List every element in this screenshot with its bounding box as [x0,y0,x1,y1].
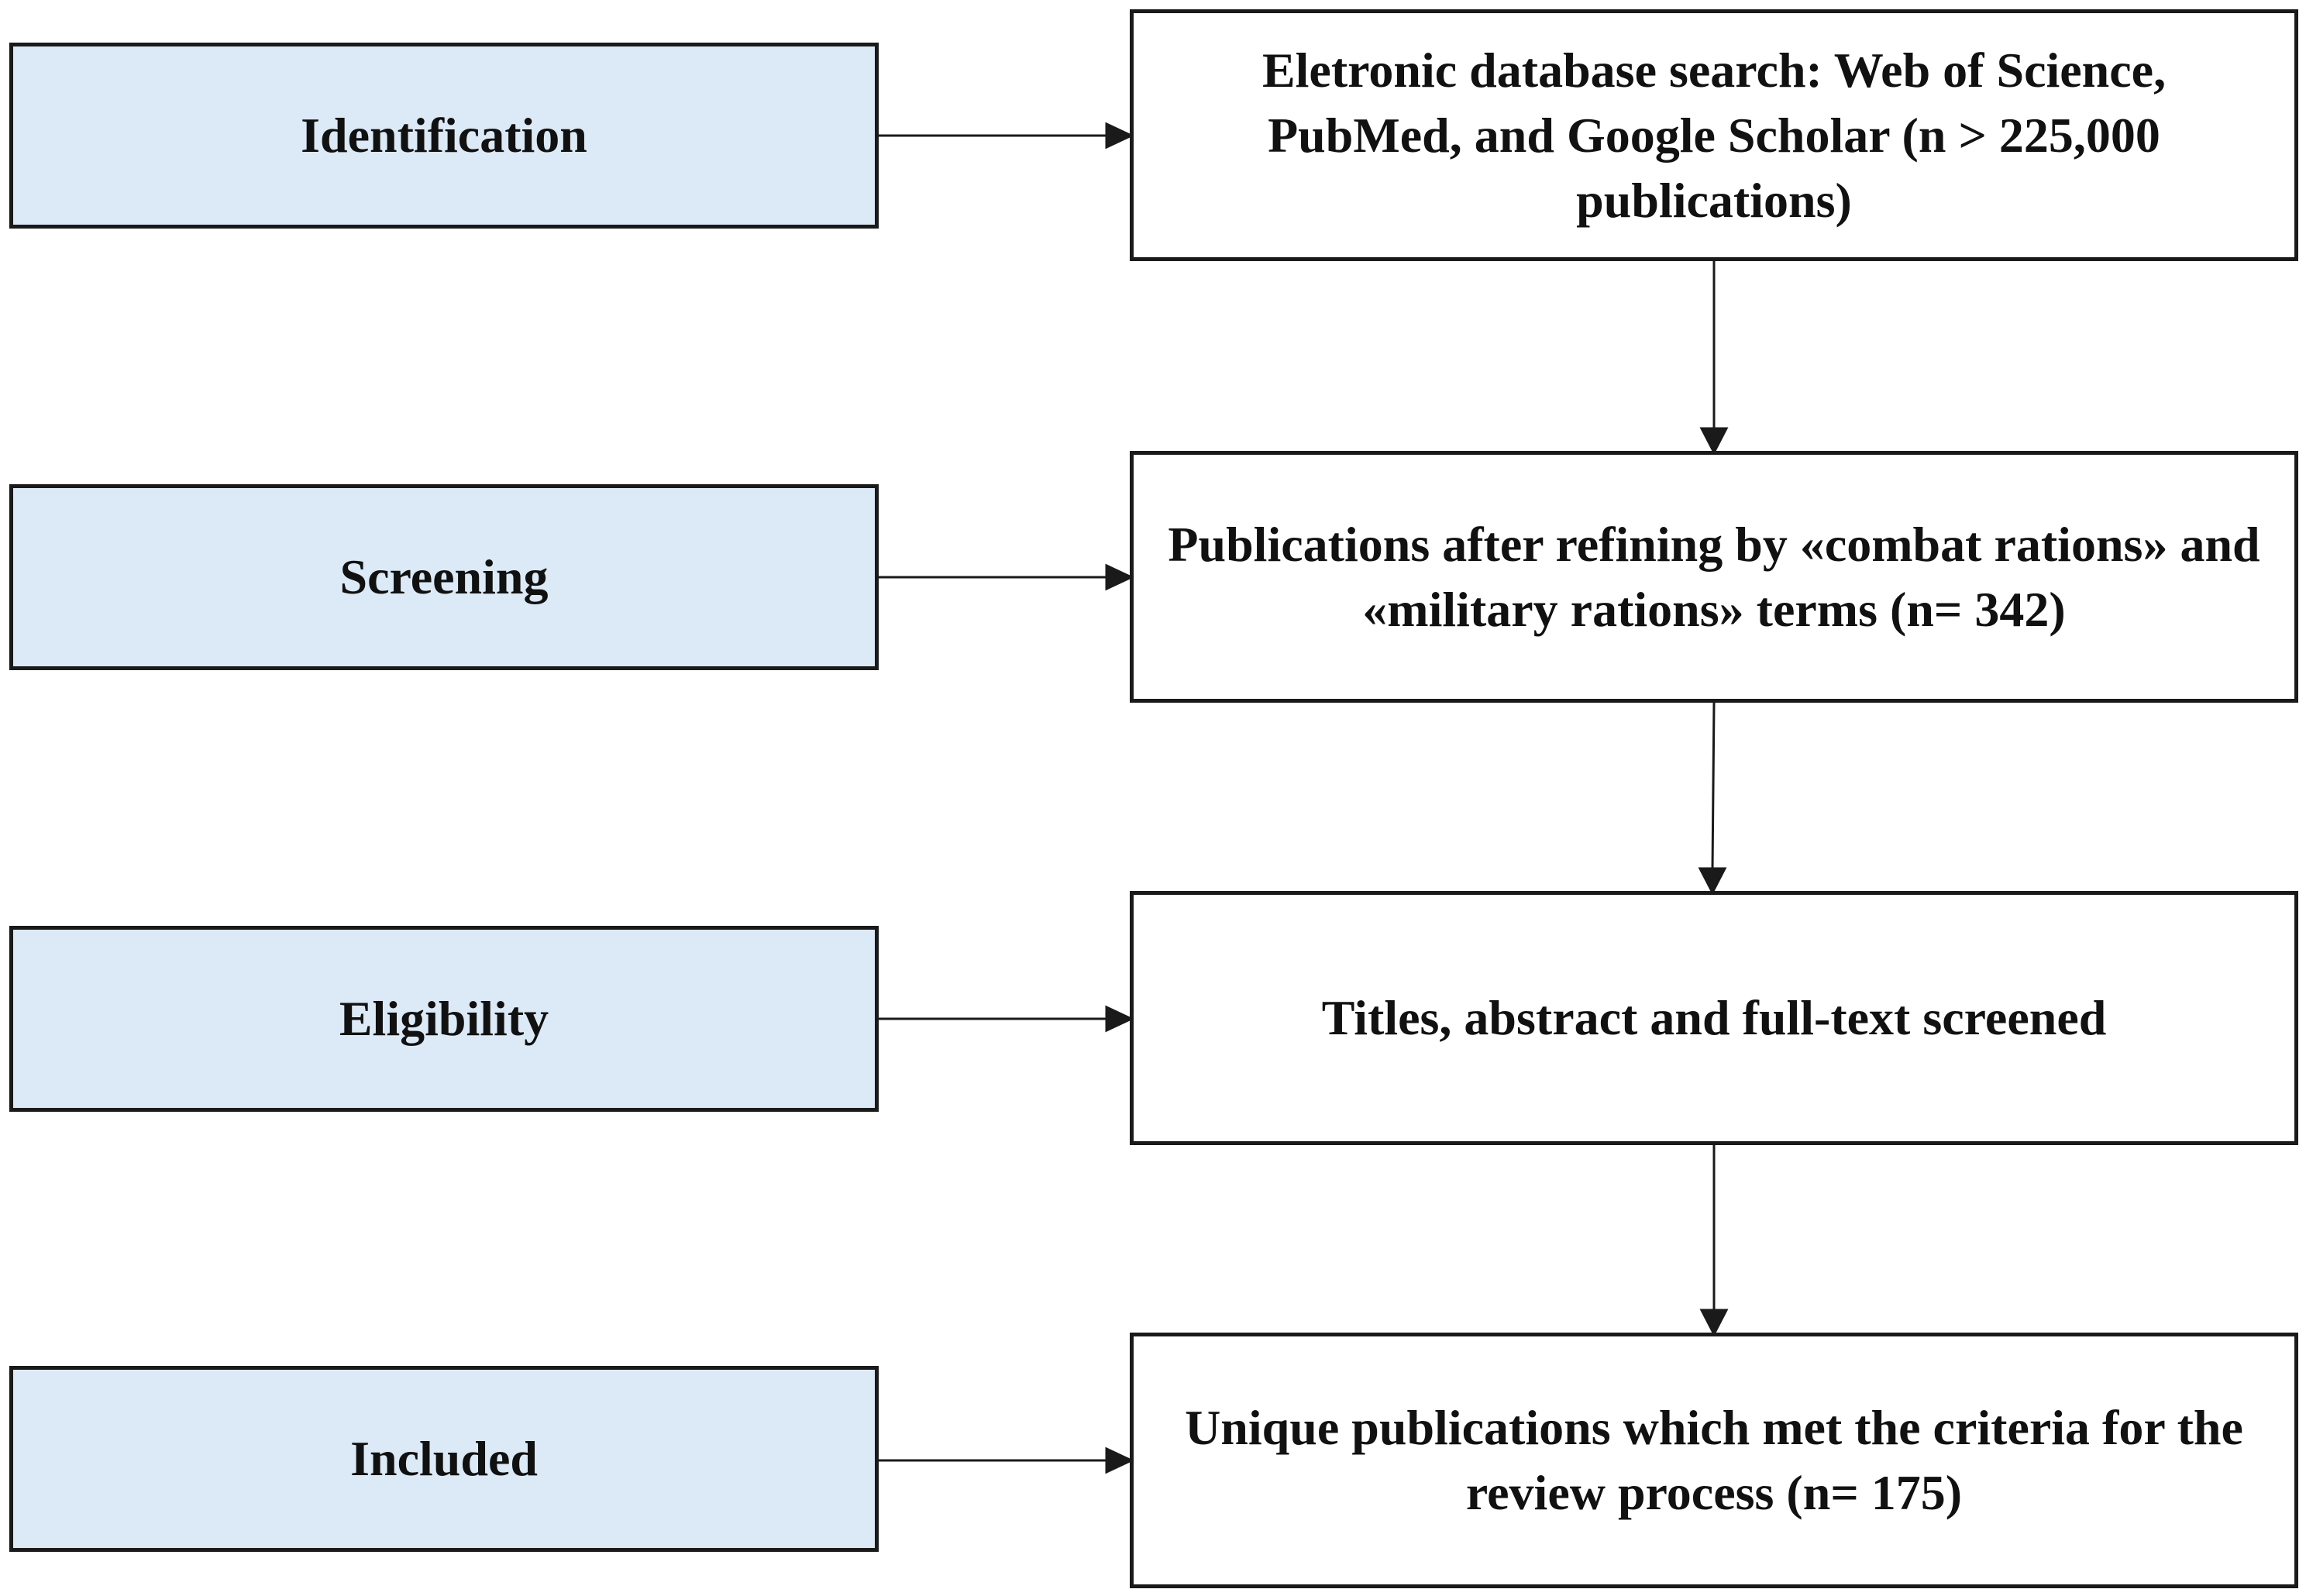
stage-included: Included [9,1366,879,1552]
step-database-search: Eletronic database search: Web of Scienc… [1130,9,2298,261]
arrowhead-eligibility [1105,1005,1134,1033]
stage-label: Identification [301,108,587,163]
step-text: Eletronic database search: Web of Scienc… [1261,42,2167,228]
stage-label: Included [350,1431,538,1486]
stage-label: Screening [339,549,549,604]
arrowhead-screening [1105,563,1134,591]
stage-label: Eligibility [339,991,549,1046]
step-refined-publications: Publications after refining by «combat r… [1130,451,2298,703]
step-screened: Titles, abstract and full-text screened [1130,891,2298,1145]
stage-eligibility: Eligibility [9,926,879,1112]
arrowhead-step-2-3 [1698,867,1727,896]
stage-screening: Screening [9,484,879,670]
step-text: Unique publications which met the criter… [1185,1400,2243,1520]
arrowhead-included [1105,1446,1134,1474]
step-text: Titles, abstract and full-text screened [1321,990,2107,1045]
stage-identification: Identification [9,43,879,229]
arrowhead-step-3-4 [1699,1309,1729,1337]
arrowhead-step-1-2 [1699,427,1729,456]
step-text: Publications after refining by «combat r… [1168,516,2260,637]
arrowhead-identification [1105,122,1134,150]
step-included-publications: Unique publications which met the criter… [1130,1333,2298,1588]
arrow-step-2-3 [1711,702,1716,871]
